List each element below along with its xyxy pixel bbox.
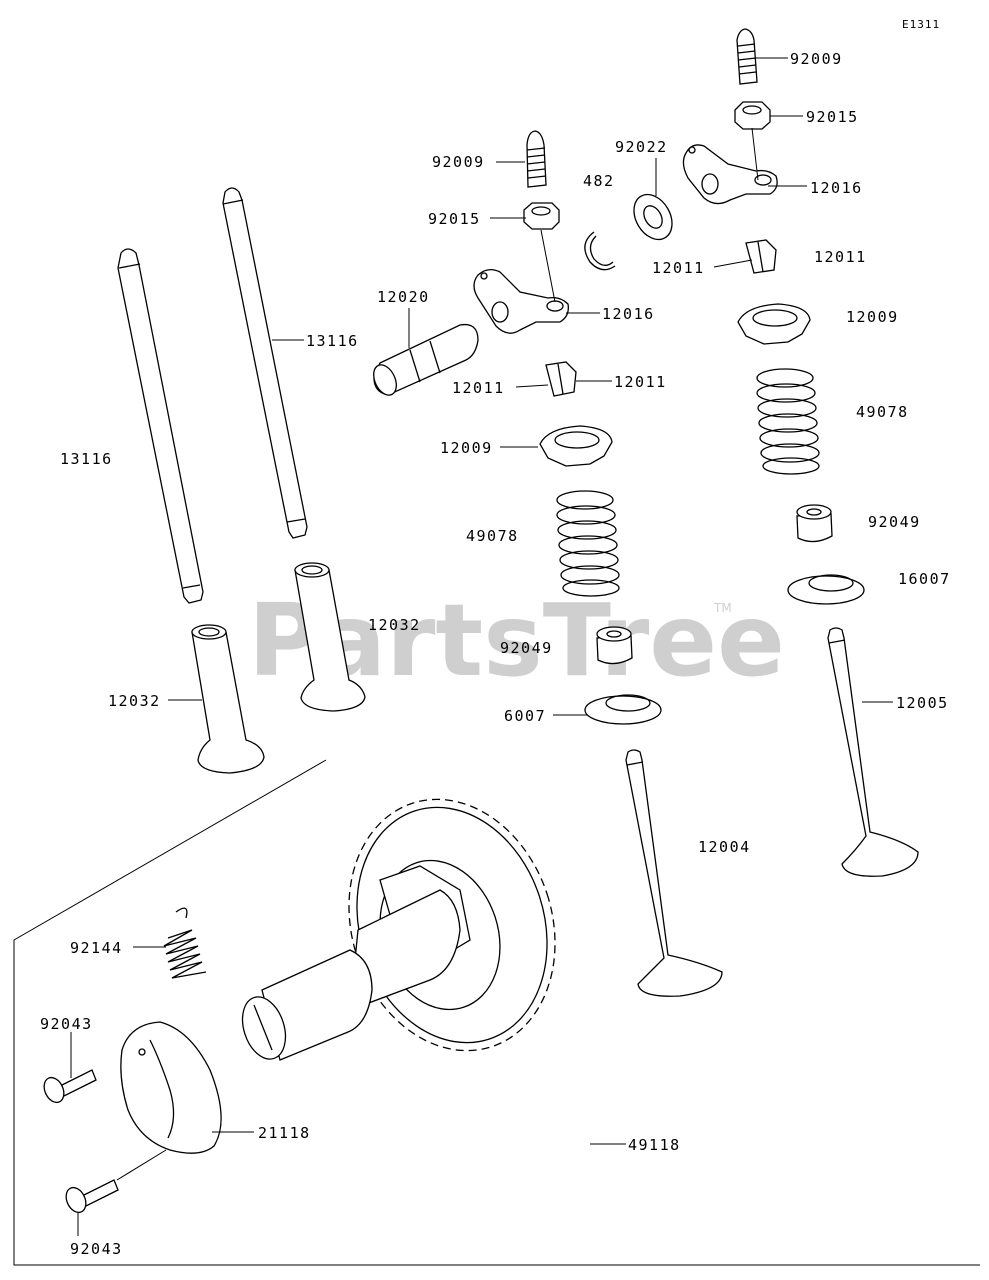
rocker-arm-left[interactable] [473,268,569,334]
lock-nut-left[interactable] [523,202,560,230]
spring-retainer-left[interactable] [539,425,613,467]
callout-92022-washer[interactable]: 92022 [615,138,668,156]
callout-49078-right-spring[interactable]: 49078 [856,403,909,421]
callout-12005-exhaust-valve[interactable]: 12005 [896,694,949,712]
callout-92049-right-seal[interactable]: 92049 [868,513,921,531]
decompressor-weight[interactable] [120,1021,222,1154]
thrust-washer[interactable] [626,188,679,247]
callout-92043-upper-bolt[interactable]: 92043 [40,1015,93,1033]
figure-id: E1311 [902,18,940,31]
callout-482-circlip[interactable]: 482 [583,172,615,190]
callout-12032-right-tappet[interactable]: 12032 [368,616,421,634]
callout-21118-decompressor[interactable]: 21118 [258,1124,311,1142]
callout-12011-right-collet-a[interactable]: 12011 [652,259,705,277]
callout-92015-left-nut[interactable]: 92015 [428,210,481,228]
callout-12016-right-rocker[interactable]: 12016 [810,179,863,197]
valve-stem-seal-left[interactable] [596,626,633,665]
push-rod-right[interactable] [222,187,308,539]
callout-12016-left-rocker[interactable]: 12016 [602,305,655,323]
valve-stem-seal-right[interactable] [796,504,833,543]
callout-12011-right-collet-b[interactable]: 12011 [814,248,867,266]
callout-92015-right-nut[interactable]: 92015 [806,108,859,126]
valve-collet-left[interactable] [545,361,577,397]
callout-12011-left-collet-a[interactable]: 12011 [452,379,505,397]
rocker-arm-right[interactable] [682,144,778,205]
spring-retainer-right[interactable] [737,303,811,345]
callout-16007-right-seat[interactable]: 16007 [898,570,951,588]
spring-seat-right[interactable] [787,574,865,605]
callout-13116-left-pushrod[interactable]: 13116 [60,450,113,468]
decompressor-spring[interactable] [163,907,207,979]
bolt-lower[interactable] [62,1179,119,1216]
callout-92009-right-screw[interactable]: 92009 [790,50,843,68]
bolt-upper[interactable] [40,1069,97,1106]
callout-6007-left-seat[interactable]: 6007 [504,707,546,725]
callout-12009-right-retainer[interactable]: 12009 [846,308,899,326]
callout-13116-right-pushrod[interactable]: 13116 [306,332,359,350]
tappet-left[interactable] [191,624,265,774]
tappet-right[interactable] [294,562,366,712]
valve-spring-left[interactable] [556,490,620,597]
callout-92043-lower-bolt[interactable]: 92043 [70,1240,123,1258]
callout-12020-rocker-shaft[interactable]: 12020 [377,288,430,306]
valve-collet-right[interactable] [745,239,777,274]
intake-valve[interactable] [625,749,723,997]
spring-seat-left[interactable] [584,694,662,725]
callout-92009-left-screw[interactable]: 92009 [432,153,485,171]
callout-12032-left-tappet[interactable]: 12032 [108,692,161,710]
valve-spring-right[interactable] [756,368,820,475]
callout-12004-intake-valve[interactable]: 12004 [698,838,751,856]
camshaft[interactable] [235,865,471,1065]
rocker-shaft[interactable] [369,323,479,399]
callout-49078-left-spring[interactable]: 49078 [466,527,519,545]
adjust-screw-right[interactable] [736,28,758,85]
callout-92049-left-seal[interactable]: 92049 [500,639,553,657]
callout-12009-left-retainer[interactable]: 12009 [440,439,493,457]
sub-assembly-border [13,759,980,1266]
callout-labels: 92009 92015 12016 92022 482 92009 92015 … [40,50,951,1258]
callout-49118-camshaft[interactable]: 49118 [628,1136,681,1154]
watermark-trademark: TM [713,601,732,615]
lock-nut-right[interactable] [734,101,771,130]
leader-lines [70,57,893,1236]
circlip[interactable] [584,231,616,271]
callout-92144-spring[interactable]: 92144 [70,939,123,957]
push-rod-left[interactable] [117,248,204,604]
exhaust-valve[interactable] [827,627,919,877]
adjust-screw-left[interactable] [526,130,547,188]
callout-12011-left-collet-b[interactable]: 12011 [614,373,667,391]
